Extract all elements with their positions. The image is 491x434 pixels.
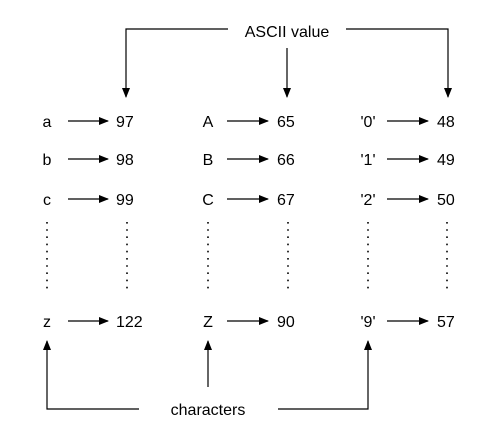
ascii-value: 48 bbox=[437, 114, 455, 131]
ascii-value: 98 bbox=[116, 152, 134, 169]
ascii-value: 122 bbox=[116, 314, 143, 331]
connector-to-digit-values bbox=[346, 28, 452, 98]
char-label: '1' bbox=[360, 152, 375, 169]
digit-column: '0' 48 '1' 49 '2' 50 '9' 57 bbox=[360, 114, 454, 331]
char-label: '9' bbox=[360, 314, 375, 331]
char-label: '0' bbox=[360, 114, 375, 131]
ascii-value: 66 bbox=[277, 152, 295, 169]
connector-to-digit-chars bbox=[278, 340, 372, 410]
lowercase-column: a 97 b 98 c 99 z 122 bbox=[43, 114, 143, 331]
char-label: b bbox=[43, 152, 52, 169]
ascii-value: 90 bbox=[277, 314, 295, 331]
characters-connectors bbox=[43, 340, 372, 410]
ascii-value: 50 bbox=[437, 192, 455, 209]
ascii-value: 57 bbox=[437, 314, 455, 331]
char-label: '2' bbox=[360, 192, 375, 209]
ascii-value: 99 bbox=[116, 192, 134, 209]
char-label: B bbox=[203, 152, 214, 169]
ascii-value-connectors bbox=[122, 28, 452, 98]
ascii-value: 65 bbox=[277, 114, 295, 131]
characters-label: characters bbox=[171, 402, 246, 419]
connector-to-lowercase-chars bbox=[43, 340, 139, 410]
ascii-value: 67 bbox=[277, 192, 295, 209]
char-label: Z bbox=[203, 314, 213, 331]
ascii-value: 49 bbox=[437, 152, 455, 169]
ascii-value-label: ASCII value bbox=[245, 24, 330, 41]
char-label: C bbox=[202, 192, 214, 209]
char-label: c bbox=[43, 192, 51, 209]
char-label: A bbox=[203, 114, 214, 131]
char-label: z bbox=[43, 314, 51, 331]
connector-to-lowercase-values bbox=[122, 28, 228, 98]
ascii-value: 97 bbox=[116, 114, 134, 131]
char-label: a bbox=[43, 114, 52, 131]
uppercase-column: A 65 B 66 C 67 Z 90 bbox=[202, 114, 295, 331]
